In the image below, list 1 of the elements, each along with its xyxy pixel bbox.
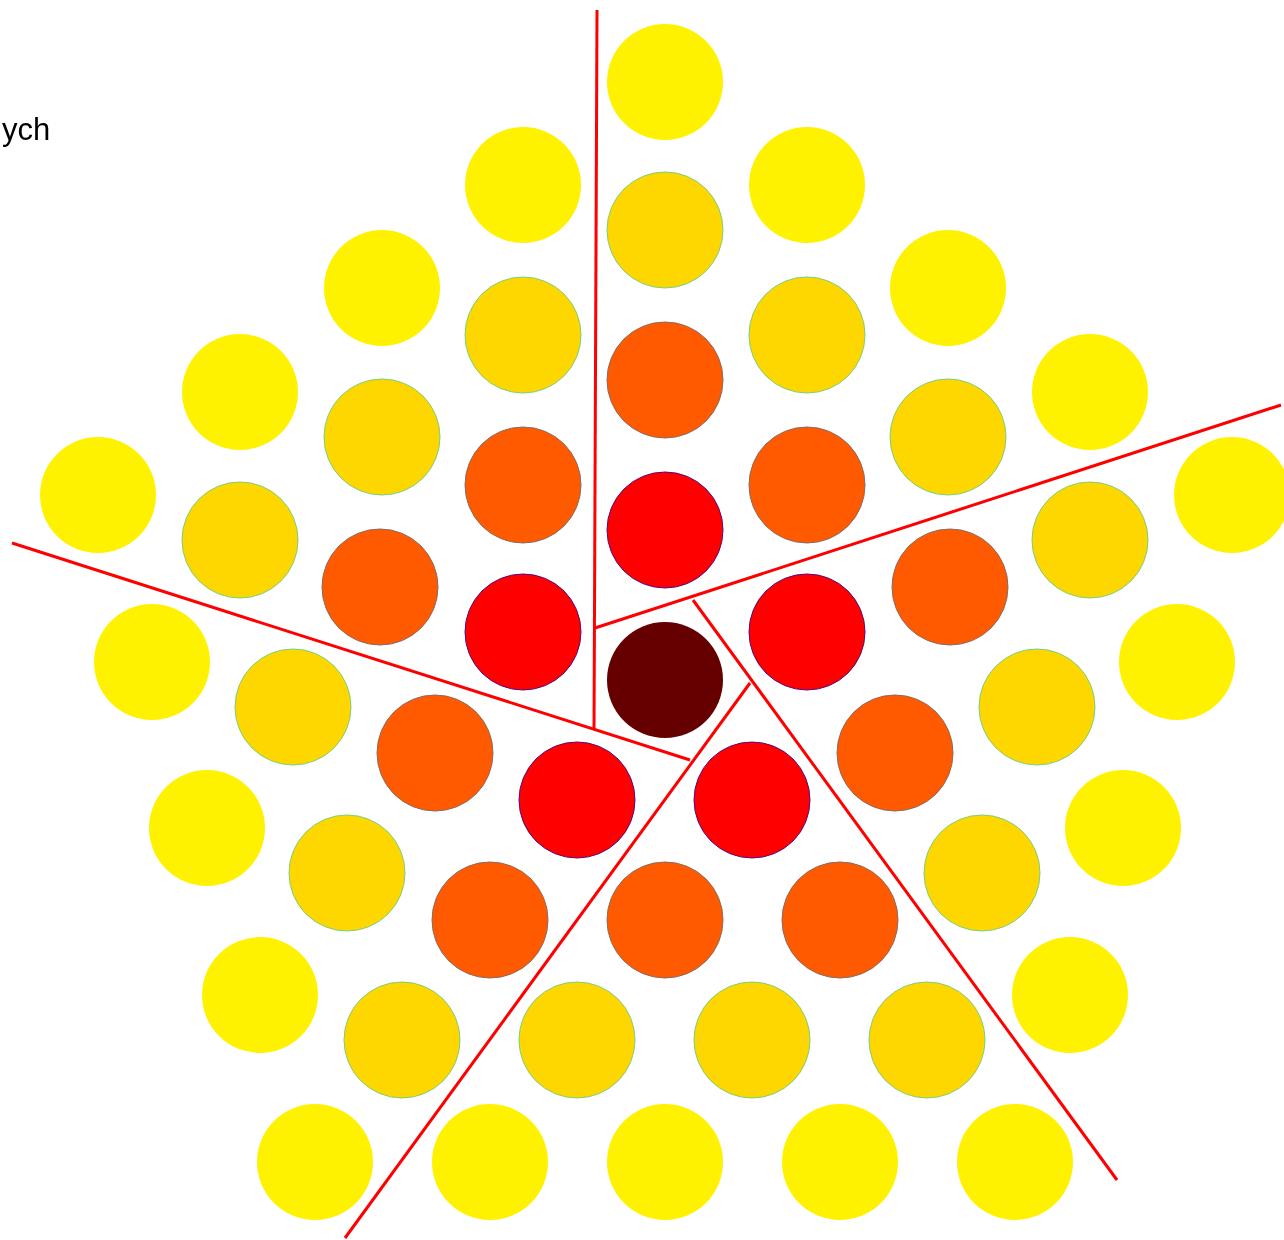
word-fragment: ych <box>2 112 51 148</box>
